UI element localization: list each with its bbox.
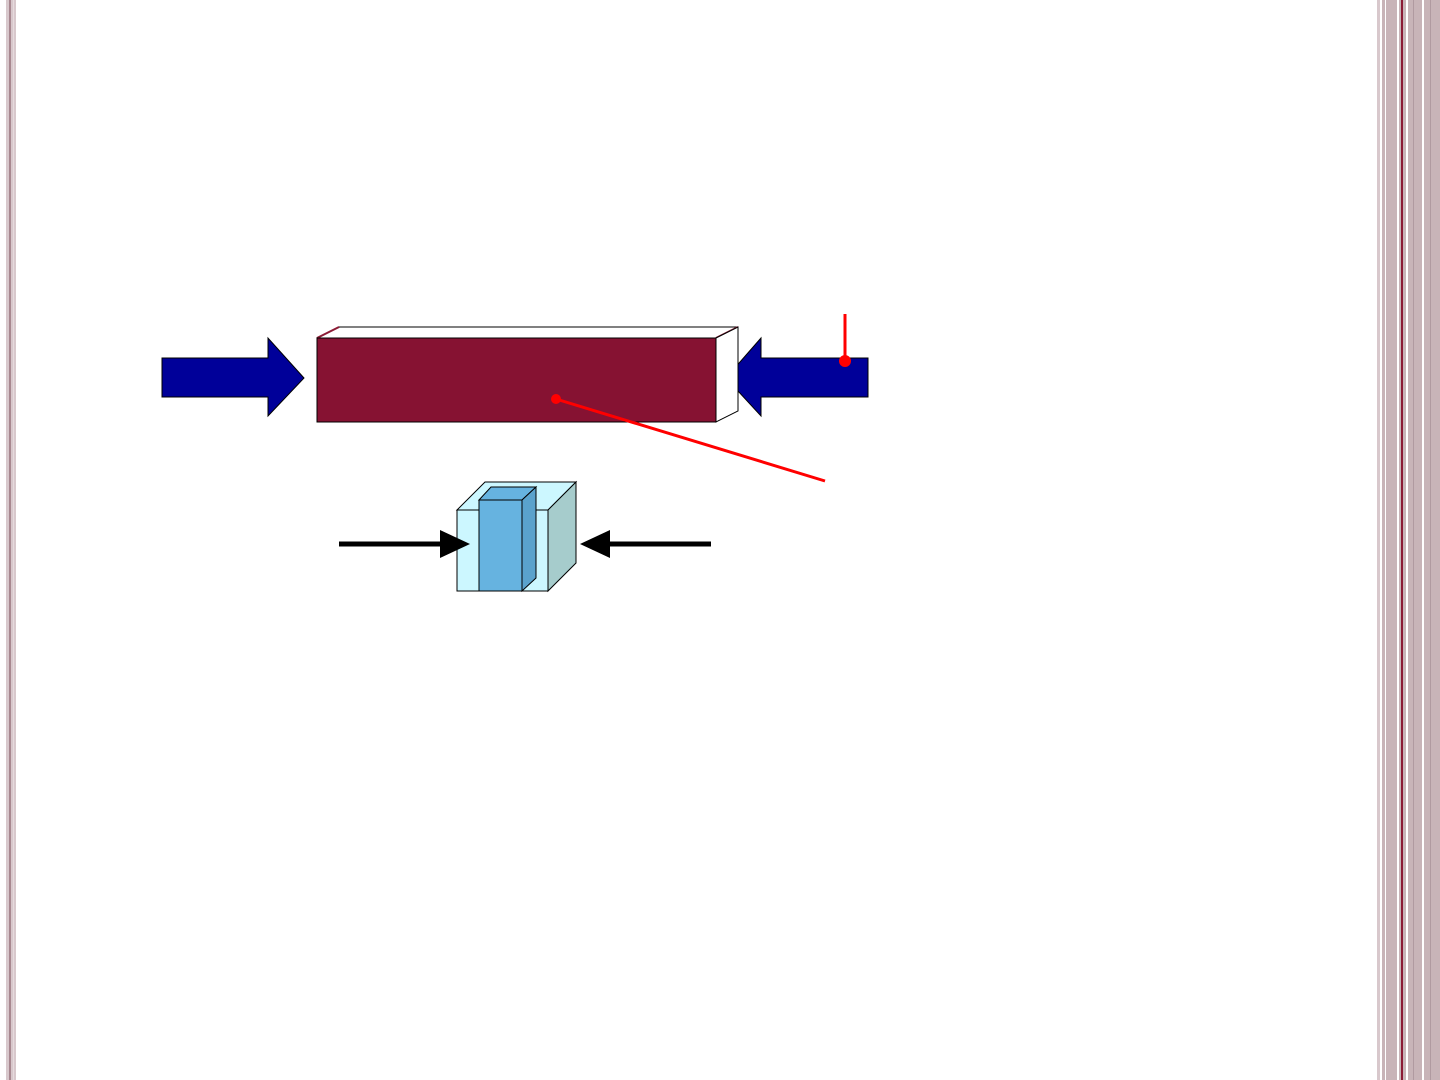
left-frame-decoration [6, 0, 16, 1080]
right-frame-decoration [1376, 0, 1440, 1080]
left-thin-arrow-icon [440, 530, 470, 558]
right-thin-arrow-icon [580, 530, 610, 558]
left-force-arrow-icon [161, 336, 305, 418]
inner-prism-front [478, 499, 523, 592]
arrow-indicator-dot [839, 355, 851, 367]
bar-indicator-dot [551, 394, 561, 404]
bar-indicator-line [555, 397, 826, 483]
compression-diagram [161, 314, 869, 593]
bar-top-face [316, 326, 739, 339]
inner-prism-side [521, 485, 537, 593]
bar-front-face [316, 337, 717, 423]
right-force-arrow-icon [725, 336, 869, 418]
bar-side-face [715, 326, 739, 423]
